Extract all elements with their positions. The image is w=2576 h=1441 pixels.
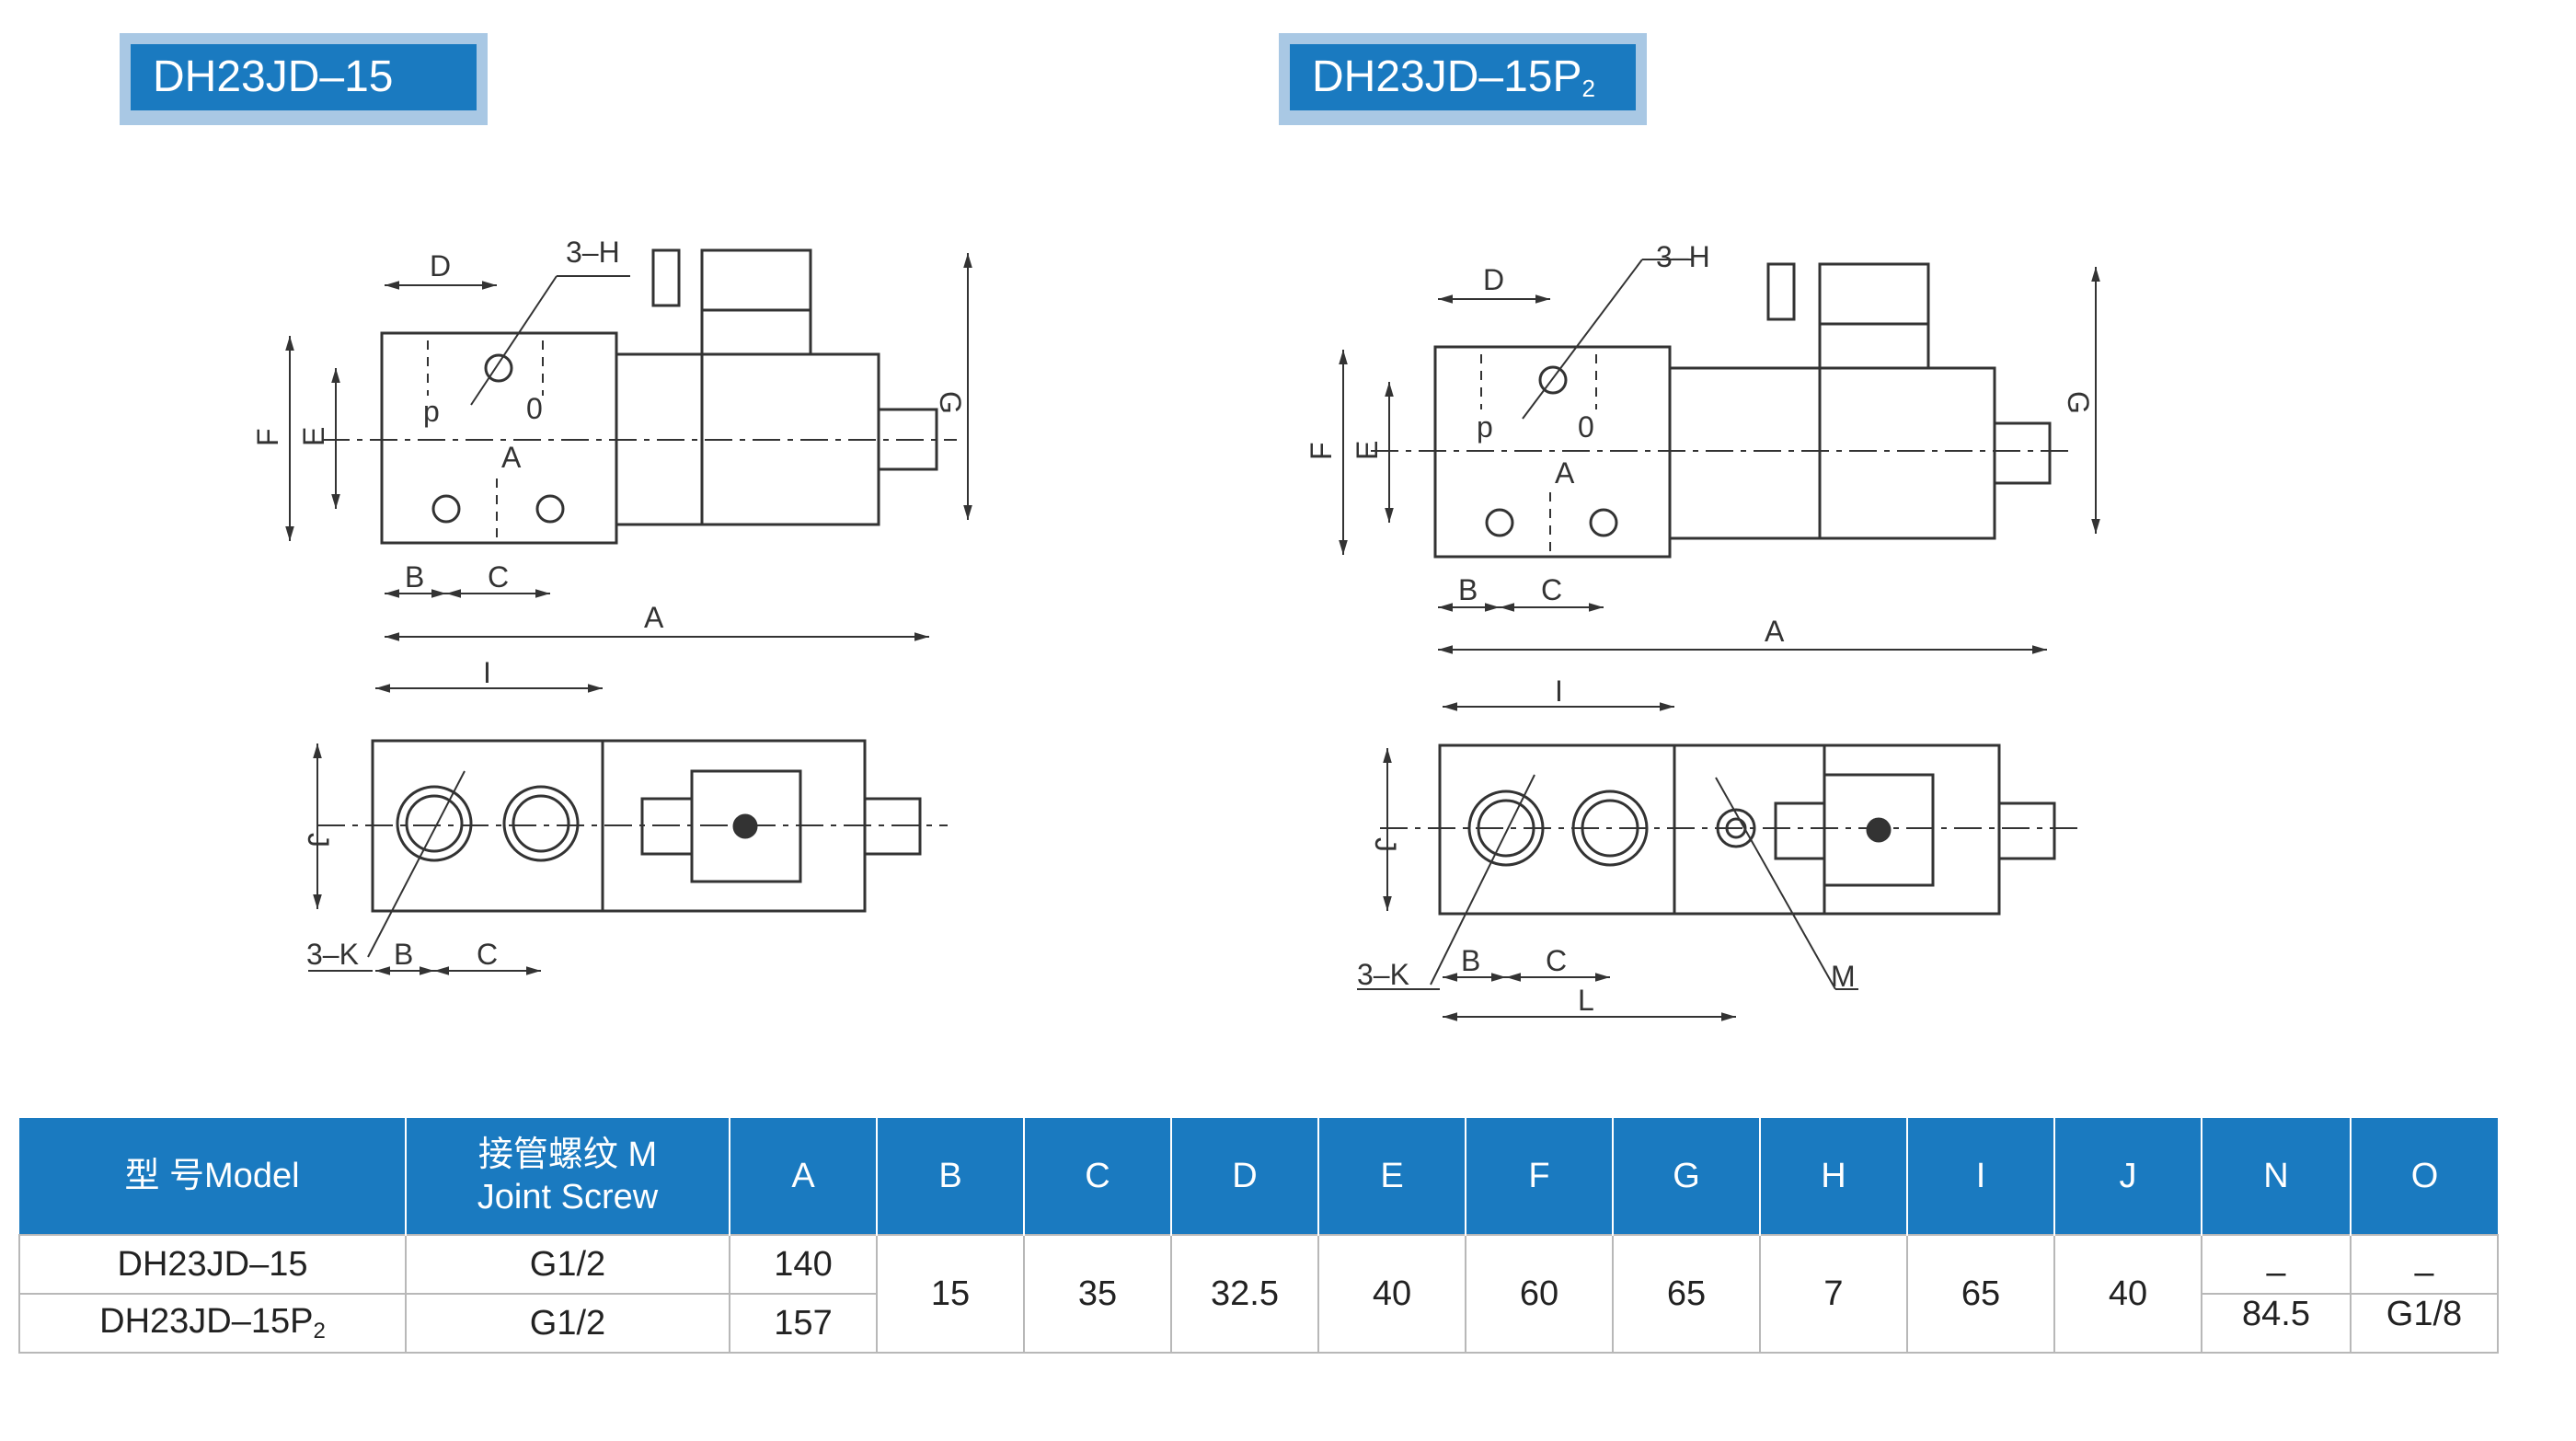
header-col-H: H [1760, 1118, 1908, 1235]
dim-label-E: E [297, 427, 330, 446]
port-label-A: A [501, 441, 522, 474]
port-label-A: A [1555, 456, 1575, 490]
dim-label-B: B [1461, 944, 1480, 977]
dim-label-I: I [483, 656, 491, 689]
cell-A: 140 [729, 1234, 878, 1295]
table-row: DH23JD–15 G1/2 140 15 35 32.5 40 60 65 7… [18, 1234, 2499, 1354]
header-col-I: I [1907, 1118, 2055, 1235]
header-col-D: D [1171, 1118, 1319, 1235]
dim-label-B: B [394, 938, 413, 971]
table-header-row: 型 号Model 接管螺纹 M Joint Screw A B C D E F … [19, 1118, 2498, 1235]
dim-label-C: C [477, 938, 498, 971]
cell-C: 35 [1023, 1234, 1172, 1354]
dim-label-3H: 3–H [1656, 240, 1710, 273]
dim-label-F: F [251, 428, 284, 446]
cell-B: 15 [876, 1234, 1025, 1354]
table-row: DH23JD–15P2 G1/2 157 84.5 G1/8 [18, 1293, 2499, 1354]
dim-label-C: C [1546, 944, 1567, 977]
cell-N: – [2201, 1234, 2352, 1295]
dim-label-D: D [430, 249, 451, 282]
model-tag-left-label: DH23JD–15 [131, 44, 477, 110]
model-tag-left: DH23JD–15 [120, 33, 488, 125]
port-label-p: p [1477, 410, 1493, 444]
dim-label-E: E [1351, 441, 1384, 460]
header-col-O: O [2351, 1118, 2498, 1235]
dim-label-F: F [1305, 442, 1338, 460]
cell-D: 32.5 [1170, 1234, 1319, 1354]
cell-E: 40 [1317, 1234, 1466, 1354]
header-col-F: F [1466, 1118, 1614, 1235]
dim-label-G: G [2062, 391, 2095, 414]
model-tag-right: DH23JD–15P2 [1279, 33, 1647, 125]
header-col-E: E [1318, 1118, 1466, 1235]
header-joint-screw-en: Joint Screw [477, 1178, 659, 1216]
dim-label-B: B [1458, 573, 1478, 606]
header-col-A: A [730, 1118, 878, 1235]
header-joint-screw-cn: 接管螺纹 M [477, 1136, 658, 1174]
dimension-drawings: D 3–H p 0 A B C A F E G I J 3–K B C [251, 236, 2100, 1021]
header-col-C: C [1024, 1118, 1172, 1235]
dim-label-D: D [1483, 263, 1504, 296]
dim-label-C: C [488, 560, 509, 594]
port-label-o: 0 [1578, 410, 1594, 444]
cell-I: 65 [1906, 1234, 2055, 1354]
header-col-B: B [877, 1118, 1025, 1235]
cell-G: 65 [1612, 1234, 1761, 1354]
dim-label-3K: 3–K [306, 938, 359, 971]
cell-O: G1/8 [2350, 1293, 2499, 1354]
port-p-hole [484, 353, 513, 383]
dim-label-C: C [1541, 573, 1562, 606]
header-col-G: G [1613, 1118, 1761, 1235]
header-col-N: N [2202, 1118, 2352, 1235]
dim-label-J: J [302, 833, 335, 847]
dim-label-3H: 3–H [566, 236, 620, 269]
cell-thread: G1/2 [405, 1234, 730, 1295]
spec-table: 型 号Model 接管螺纹 M Joint Screw A B C D E F … [18, 1118, 2499, 1354]
cell-O: – [2350, 1234, 2499, 1295]
connector-box [700, 248, 812, 312]
cell-H: 7 [1759, 1234, 1908, 1354]
right-side-view [1339, 259, 2100, 654]
dim-label-3K: 3–K [1357, 958, 1409, 991]
dim-label-G: G [934, 391, 967, 414]
model-tag-right-label: DH23JD–15P2 [1290, 44, 1636, 110]
port-label-o: 0 [526, 392, 543, 425]
plug-cap [651, 248, 681, 307]
dim-label-I: I [1555, 674, 1563, 708]
header-joint-screw: 接管螺纹 M Joint Screw [406, 1118, 730, 1235]
right-plan-view [1357, 702, 2079, 1021]
cell-model: DH23JD–15 [18, 1234, 407, 1295]
cell-thread: G1/2 [405, 1293, 730, 1354]
valve-body [380, 331, 618, 545]
dim-label-M: M [1831, 960, 1856, 993]
port-label-p: p [423, 395, 440, 428]
header-model: 型 号Model [19, 1118, 407, 1235]
dim-label-B: B [405, 560, 424, 594]
cell-F: 60 [1465, 1234, 1614, 1354]
left-plan-view [308, 684, 948, 975]
cell-A: 157 [729, 1293, 878, 1354]
left-side-view [285, 248, 972, 641]
cell-model: DH23JD–15P2 [18, 1293, 407, 1354]
cell-N: 84.5 [2201, 1293, 2352, 1354]
dim-label-A: A [1765, 615, 1785, 648]
dim-label-J: J [1369, 837, 1402, 852]
dim-label-A: A [644, 601, 664, 634]
header-col-J: J [2054, 1118, 2202, 1235]
cell-J: 40 [2053, 1234, 2202, 1354]
dim-label-L: L [1578, 984, 1594, 1017]
